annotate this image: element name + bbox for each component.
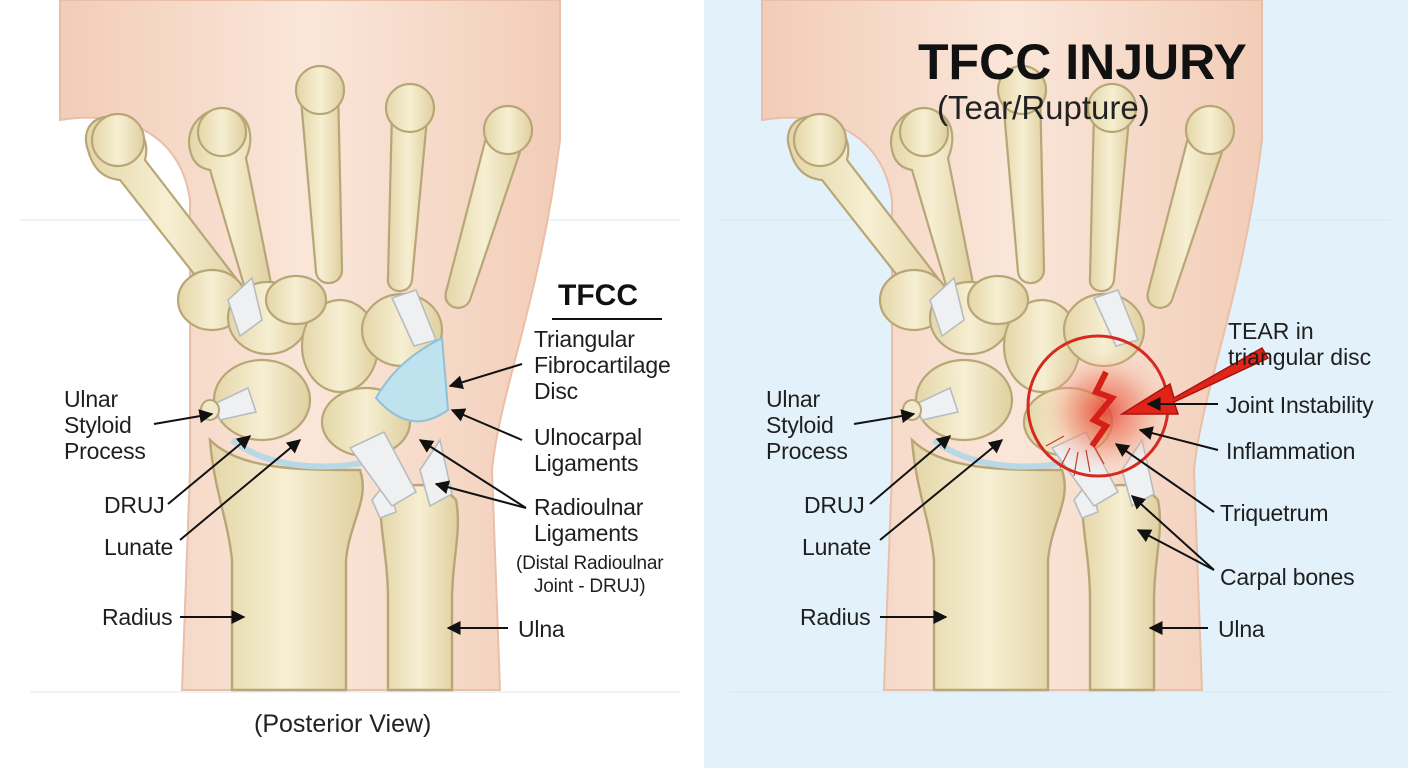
tear-zigzag-icon <box>1089 370 1117 448</box>
left-label-ulnocarpal: Ulnocarpal Ligaments <box>534 424 642 476</box>
view-caption: (Posterior View) <box>254 710 432 738</box>
frayed-fibers <box>1045 435 1105 477</box>
right-label-triquetrum: Triquetrum <box>1220 500 1329 526</box>
left-label-radioulnar: Radioulnar Ligaments <box>534 494 644 546</box>
right-label-joint-instability: Joint Instability <box>1226 392 1374 418</box>
left-label-ulna: Ulna <box>518 616 565 642</box>
left-label-radioulnar-note: (Distal Radioulnar Joint - DRUJ) <box>516 553 664 597</box>
right-leader-arrows <box>853 397 1219 635</box>
right-label-lunate: Lunate <box>802 534 872 560</box>
tfcc-section-heading: TFCC <box>552 279 662 320</box>
right-label-radius: Radius <box>800 604 871 630</box>
right-label-inflammation: Inflammation <box>1226 438 1356 464</box>
right-label-druj: DRUJ <box>804 492 865 518</box>
left-label-druj: DRUJ <box>104 492 165 518</box>
right-label-carpal-bones: Carpal bones <box>1220 564 1355 590</box>
left-label-triangular-disc: Triangular Fibrocartilage Disc <box>534 326 671 404</box>
injury-title: TFCC INJURY <box>918 34 1247 90</box>
left-leader-arrows <box>153 363 527 635</box>
left-wrist-illustration <box>60 0 560 690</box>
right-label-tear: TEAR in triangular disc <box>1228 318 1372 370</box>
left-label-radius: Radius <box>102 604 173 630</box>
left-label-ulnar-styloid: Ulnar Styloid Process <box>64 386 146 464</box>
right-wrist-illustration <box>762 0 1270 690</box>
injury-subtitle: (Tear/Rupture) <box>937 89 1150 126</box>
triangular-disc-shape <box>374 336 450 423</box>
right-label-ulna: Ulna <box>1218 616 1265 642</box>
right-label-ulnar-styloid: Ulnar Styloid Process <box>766 386 848 464</box>
left-label-lunate: Lunate <box>104 534 174 560</box>
